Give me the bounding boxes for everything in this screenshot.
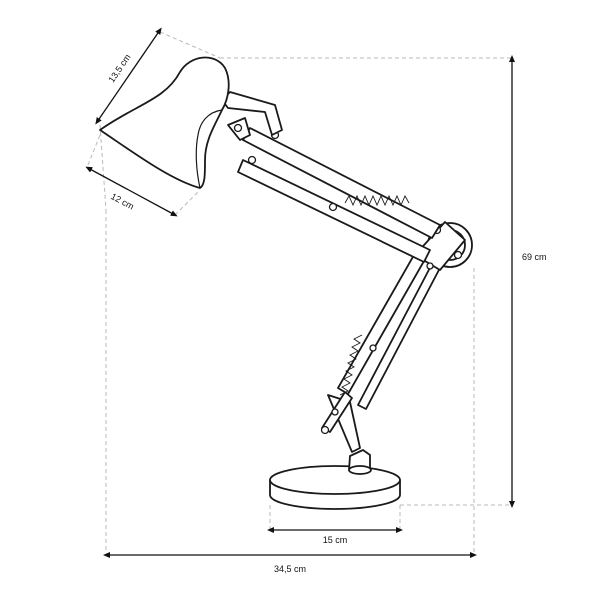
- shade-width-label: 12 cm: [109, 191, 135, 211]
- shade-width-dimension: [85, 166, 178, 217]
- dimension-lines: [85, 27, 515, 558]
- shade-height-label: 13,5 cm: [106, 52, 132, 84]
- lamp-shade: [99, 56, 230, 189]
- base-diameter-label: 15 cm: [323, 535, 348, 545]
- upper-arm: [237, 127, 441, 263]
- total-width-label: 34,5 cm: [274, 564, 306, 574]
- shade-height-dimension: [95, 27, 162, 125]
- lamp-base: [269, 449, 401, 510]
- lower-arm: [320, 247, 442, 453]
- lamp-illustration: [99, 56, 473, 510]
- total-height-label: 69 cm: [522, 252, 547, 262]
